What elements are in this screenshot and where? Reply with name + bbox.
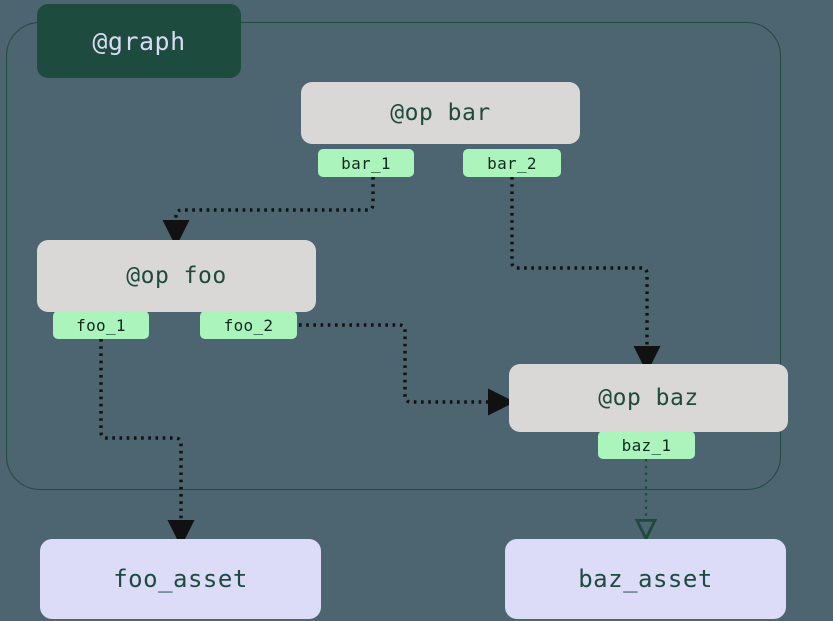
output-chip-foo-2[interactable]: foo_2 xyxy=(200,311,297,339)
op-node-bar-label: @op bar xyxy=(390,100,491,126)
output-chip-bar-1[interactable]: bar_1 xyxy=(318,149,414,177)
asset-node-baz-asset[interactable]: baz_asset xyxy=(505,539,786,619)
graph-container xyxy=(6,22,781,490)
asset-node-baz-asset-label: baz_asset xyxy=(578,565,713,593)
op-node-foo-label: @op foo xyxy=(126,263,227,289)
op-node-foo[interactable]: @op foo xyxy=(37,240,316,312)
graph-label-text: @graph xyxy=(92,26,186,56)
output-chip-bar-1-label: bar_1 xyxy=(341,153,391,173)
op-node-baz-label: @op baz xyxy=(598,385,699,411)
asset-node-foo-asset[interactable]: foo_asset xyxy=(40,539,321,619)
output-chip-baz-1-label: baz_1 xyxy=(621,435,672,455)
output-chip-foo-1[interactable]: foo_1 xyxy=(53,311,149,339)
graph-label: @graph xyxy=(37,4,241,78)
output-chip-baz-1[interactable]: baz_1 xyxy=(598,431,695,459)
op-node-baz[interactable]: @op baz xyxy=(509,364,788,432)
output-chip-bar-2-label: bar_2 xyxy=(487,153,537,173)
output-chip-foo-2-label: foo_2 xyxy=(223,315,274,335)
output-chip-foo-1-label: foo_1 xyxy=(76,315,126,335)
op-node-bar[interactable]: @op bar xyxy=(301,82,580,144)
asset-node-foo-asset-label: foo_asset xyxy=(113,565,248,593)
output-chip-bar-2[interactable]: bar_2 xyxy=(463,149,561,177)
